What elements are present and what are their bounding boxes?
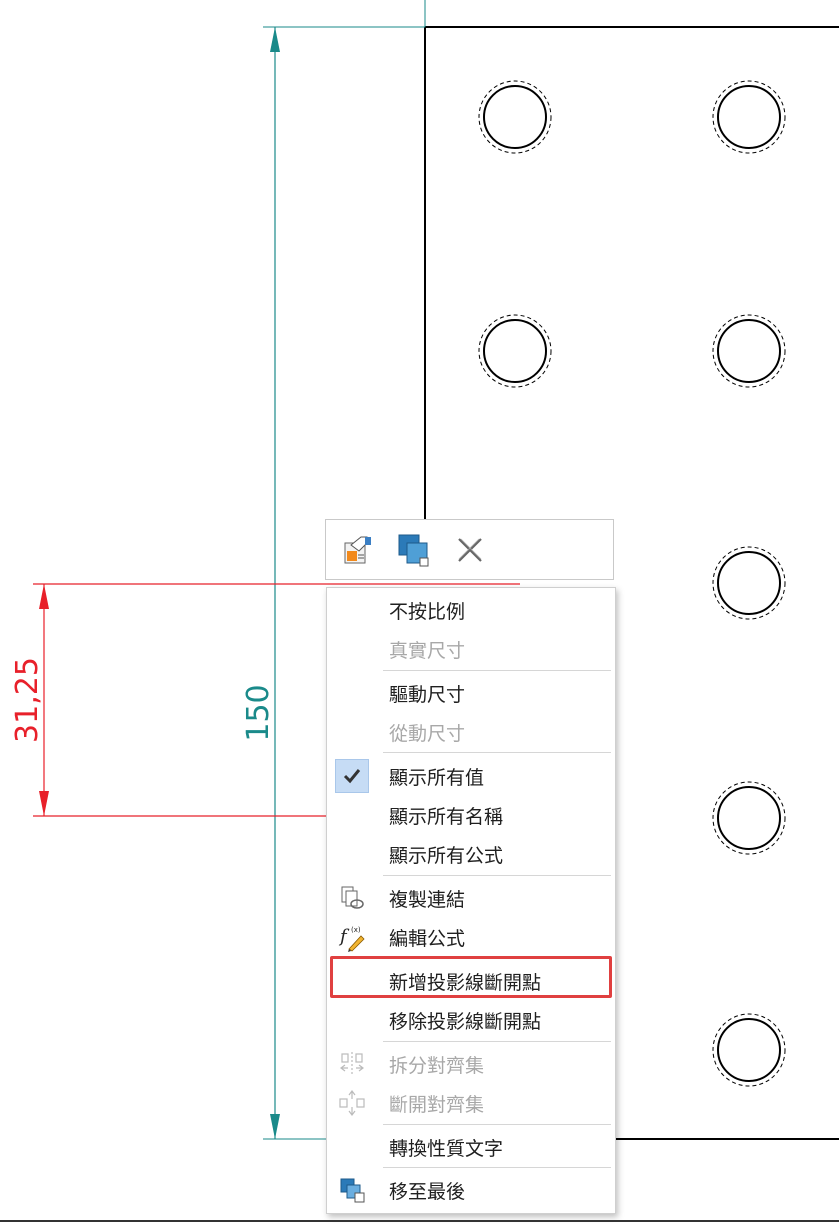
properties-icon <box>344 536 371 563</box>
menu-item-driving-dimension[interactable]: 驅動尺寸 <box>327 674 615 712</box>
check-icon <box>335 759 369 793</box>
hole-circle <box>717 1018 781 1082</box>
menu-item-label: 真實尺寸 <box>389 639 466 662</box>
hole-thread-circle <box>478 80 552 154</box>
annotation-highlight-box <box>330 956 612 998</box>
layer-order-icon <box>398 534 429 566</box>
menu-separator <box>383 1124 611 1125</box>
dimension-150[interactable]: 150 <box>241 26 425 1140</box>
menu-item-label: 新增投影線斷開點 <box>389 971 542 994</box>
menu-separator <box>383 670 611 671</box>
menu-item-label: 移至最後 <box>389 1180 466 1203</box>
menu-item-split-align-set: 拆分對齊集 <box>327 1045 615 1083</box>
menu-item-convert-property-text[interactable]: 轉換性質文字 <box>327 1128 615 1166</box>
menu-separator <box>383 1167 611 1168</box>
move-to-back-icon <box>335 1173 369 1207</box>
dimension-31-25-text[interactable]: 31,25 <box>10 657 45 743</box>
sheet-border-bottom <box>0 1220 839 1222</box>
menu-item-label: 移除投影線斷開點 <box>389 1010 542 1033</box>
menu-separator <box>383 752 611 753</box>
menu-item-add-projection-line-break[interactable]: 新增投影線斷開點 <box>327 962 615 1000</box>
menu-item-label: 顯示所有名稱 <box>389 805 504 828</box>
menu-item-label: 驅動尺寸 <box>389 683 466 706</box>
menu-item-label: 編輯公式 <box>389 927 466 950</box>
hole-circle <box>717 786 781 850</box>
hole[interactable] <box>712 546 786 620</box>
hole[interactable] <box>712 80 786 154</box>
split-align-icon <box>335 1047 369 1081</box>
hole-thread-circle <box>712 314 786 388</box>
menu-item-label: 從動尺寸 <box>389 722 466 745</box>
menu-item-copy-link[interactable]: 複製連結 <box>327 879 615 917</box>
menu-item-true-dimension: 真實尺寸 <box>327 630 615 668</box>
menu-item-label: 拆分對齊集 <box>389 1054 485 1077</box>
hole[interactable] <box>712 1013 786 1087</box>
hole[interactable] <box>712 781 786 855</box>
hole-circle <box>483 85 547 149</box>
menu-item-edit-formula[interactable]: f (x) 編輯公式 <box>327 918 615 956</box>
svg-text:(x): (x) <box>351 926 361 934</box>
hole-thread-circle <box>712 80 786 154</box>
hole-thread-circle <box>712 781 786 855</box>
menu-item-remove-projection-line-break[interactable]: 移除投影線斷開點 <box>327 1001 615 1039</box>
copy-link-icon <box>335 881 369 915</box>
menu-item-show-all-values[interactable]: 顯示所有值 <box>327 757 615 795</box>
hole-circle <box>717 85 781 149</box>
layer-order-button[interactable] <box>394 530 434 570</box>
hole[interactable] <box>478 80 552 154</box>
edit-formula-icon: f (x) <box>335 920 369 954</box>
menu-item-label: 複製連結 <box>389 888 466 911</box>
hole[interactable] <box>478 314 552 388</box>
dimension-150-text[interactable]: 150 <box>241 684 276 741</box>
dimension-31-25[interactable]: 31,25 <box>10 583 520 817</box>
hole[interactable] <box>712 314 786 388</box>
delete-button[interactable] <box>450 530 490 570</box>
properties-button[interactable] <box>338 530 378 570</box>
menu-separator <box>383 1041 611 1042</box>
menu-separator <box>383 875 611 876</box>
holes[interactable] <box>478 80 786 1087</box>
mini-toolbar <box>325 519 614 580</box>
menu-item-move-to-back[interactable]: 移至最後 <box>327 1171 615 1209</box>
hole-circle <box>483 319 547 383</box>
menu-item-show-all-formulas[interactable]: 顯示所有公式 <box>327 835 615 873</box>
menu-item-label: 轉換性質文字 <box>389 1137 504 1160</box>
menu-item-label: 顯示所有公式 <box>389 844 504 867</box>
delete-x-icon <box>458 537 482 562</box>
menu-item-not-to-scale[interactable]: 不按比例 <box>327 591 615 629</box>
menu-item-label: 顯示所有值 <box>389 766 485 789</box>
hole-thread-circle <box>478 314 552 388</box>
menu-item-driven-dimension: 從動尺寸 <box>327 713 615 751</box>
hole-thread-circle <box>712 1013 786 1087</box>
context-menu: 不按比例 真實尺寸 驅動尺寸 從動尺寸 顯示所有值 顯示所有名稱 顯示所有公式 … <box>326 587 616 1214</box>
menu-item-label: 斷開對齊集 <box>389 1093 485 1116</box>
menu-item-show-all-names[interactable]: 顯示所有名稱 <box>327 796 615 834</box>
break-align-icon <box>335 1086 369 1120</box>
menu-item-break-align-set: 斷開對齊集 <box>327 1084 615 1122</box>
menu-item-label: 不按比例 <box>389 600 466 623</box>
hole-thread-circle <box>712 546 786 620</box>
svg-text:f: f <box>338 926 350 947</box>
part-outline[interactable] <box>424 26 839 1140</box>
hole-circle <box>717 551 781 615</box>
hole-circle <box>717 319 781 383</box>
